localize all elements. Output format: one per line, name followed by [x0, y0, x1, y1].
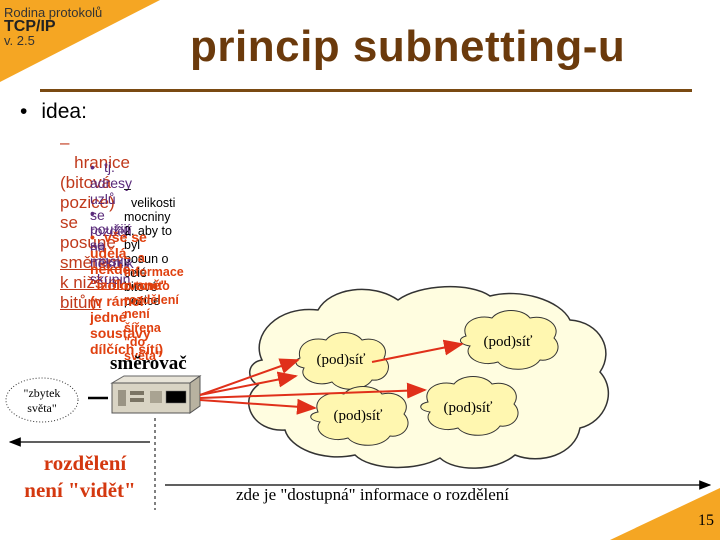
bullet-level4: – velikosti mocniny 2, aby to byl posun …: [124, 182, 175, 308]
corner-decoration-bottom-right: [610, 488, 720, 540]
title-underline: [40, 89, 692, 92]
dash-icon: –: [124, 251, 138, 265]
series-name: Rodina protokolů: [4, 5, 103, 20]
subnet-cloud-4: [420, 376, 519, 436]
subnet-label-3: (pod)síť: [334, 408, 383, 424]
route-arrow-1: [199, 358, 300, 396]
bullet-level1: • idea:: [20, 100, 87, 124]
rest-of-world-cloud: [5, 377, 79, 423]
invisible-label-line1: rozdělení: [43, 451, 127, 475]
bullet-level3: •použijí se masky: [90, 205, 130, 269]
invisible-label-line2: není "vidět": [24, 478, 136, 502]
bullet-dot-icon: •: [90, 229, 95, 245]
bullet-level4-emphasis: – a informace o tomto rozdělení není šíř…: [124, 251, 184, 363]
bullet-level2: – hranice (bitová pozice) se posune směr…: [60, 133, 130, 313]
network-cloud: [248, 285, 610, 469]
rest-of-world-label-line2: světa": [27, 401, 57, 415]
page-number: 15: [698, 512, 714, 529]
bullet-dot-icon: •: [90, 205, 95, 221]
course-badge: Rodina protokolů TCP/IP v. 2.5: [4, 6, 102, 48]
bullet-level3-text: tj. adresy uzlů se rozdělí na několik sk…: [90, 159, 134, 287]
series-protocol: TCP/IP: [4, 18, 56, 35]
slide-title: princip subnetting-u: [190, 22, 626, 71]
dash-icon: –: [124, 182, 131, 210]
bullet-level3-emphasis: •vše se udělá někde "izolovaně" (v rámci…: [90, 229, 167, 357]
subnet-cloud-1: [295, 332, 389, 390]
route-arrow-4: [199, 382, 427, 399]
route-arrow-5: [371, 339, 464, 363]
bullet-level2-text: hranice (bitová pozice) se posune: [60, 153, 130, 252]
route-arrow-3: [199, 398, 317, 415]
router-label: směrovač: [110, 353, 187, 374]
series-version: v. 2.5: [4, 33, 35, 48]
bullet-level1-text: idea:: [41, 100, 87, 123]
subnet-cloud-2: [460, 310, 559, 370]
bullet-level2-emphasis: směrem k nižším bitům: [60, 253, 123, 312]
router-icon: [110, 375, 202, 414]
dash-icon: –: [60, 133, 75, 172]
subnet-label-2: (pod)síť: [484, 334, 533, 350]
bullet-level4-text: velikosti mocniny 2, aby to byl posun o …: [124, 196, 176, 308]
corner-decoration-top-left: [0, 0, 160, 82]
bullet-level3-text: vše se udělá někde "izolovaně" (v rámci …: [90, 229, 168, 357]
rest-of-world-label-line1: "zbytek: [24, 386, 61, 400]
bullet-dot-icon: •: [20, 100, 28, 123]
bullet-level4-text: a informace o tomto rozdělení není šířen…: [124, 251, 184, 363]
subnet-label-1: (pod)síť: [317, 352, 366, 368]
bullet-dot-icon: •: [90, 159, 95, 175]
available-info-label: zde je "dostupná" informace o rozdělení: [236, 485, 510, 504]
subnet-label-4: (pod)síť: [444, 400, 493, 416]
route-arrow-2: [199, 371, 298, 396]
bullet-level3-text: použijí se masky: [90, 221, 131, 269]
bullet-level3: •tj. adresy uzlů se rozdělí na několik s…: [90, 159, 134, 287]
